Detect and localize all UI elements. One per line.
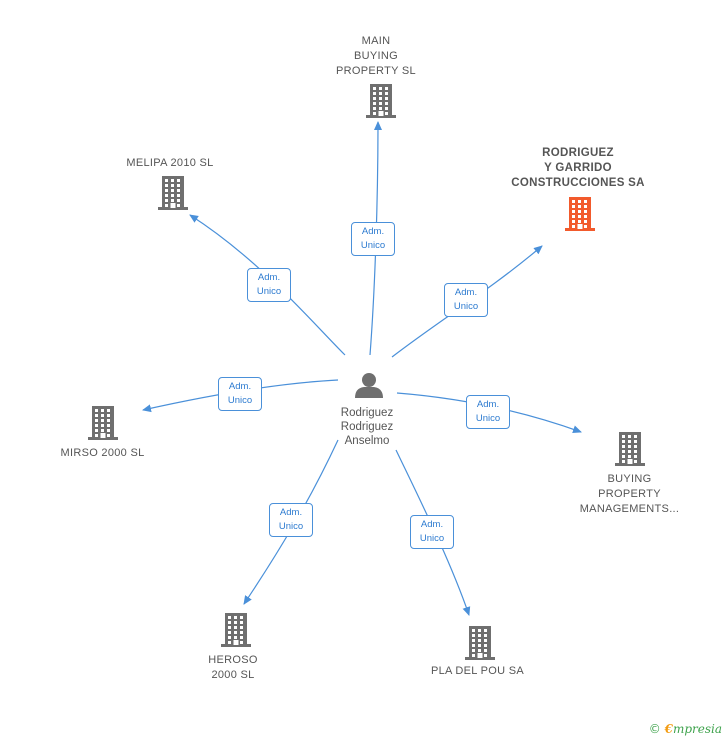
relation-role-line2: Unico — [256, 286, 282, 297]
relation-role-line2: Unico — [453, 301, 479, 312]
brand-name: mpresia — [672, 722, 722, 736]
company-label-pla-del-pou[interactable]: PLA DEL POU SA — [430, 665, 525, 677]
relation-role-line2: Unico — [419, 533, 445, 544]
company-label-buying-property-managements[interactable]: BUYING PROPERTY MANAGEMENTS... — [579, 473, 680, 515]
building-icon-rodriguez-y-garrido[interactable] — [565, 197, 595, 236]
relation-role-line2: Unico — [278, 521, 304, 532]
building-icon-mirso-2000[interactable] — [88, 406, 118, 445]
company-label-melipa-2010[interactable]: MELIPA 2010 SL — [126, 157, 214, 169]
relation-role-line1: Adm. — [228, 381, 252, 392]
relation-badge-rodriguez-y-garrido[interactable]: Adm. Unico — [444, 283, 488, 317]
relation-badge-melipa-2010[interactable]: Adm. Unico — [247, 268, 291, 302]
relation-role-line2: Unico — [475, 413, 501, 424]
relation-role-line1: Adm. — [420, 519, 444, 530]
relation-role-line1: Adm. — [454, 287, 478, 298]
relation-role-line1: Adm. — [279, 507, 303, 518]
relation-role-line1: Adm. — [257, 272, 281, 283]
brand-e: € — [664, 722, 673, 736]
company-label-main-buying-property[interactable]: MAIN BUYING PROPERTY SL — [336, 35, 416, 77]
copyright-symbol: © — [648, 722, 661, 736]
building-icon-melipa-2010[interactable] — [158, 176, 188, 215]
company-label-rodriguez-y-garrido[interactable]: RODRIGUEZ Y GARRIDO CONSTRUCCIONES SA — [511, 147, 645, 189]
company-label-mirso-2000[interactable]: MIRSO 2000 SL — [60, 447, 145, 459]
relation-badge-heroso-2000[interactable]: Adm. Unico — [269, 503, 313, 537]
relation-role-line2: Unico — [360, 240, 386, 251]
person-icon[interactable] — [355, 373, 383, 398]
building-icon-main-buying-property[interactable] — [366, 84, 396, 123]
building-icon-heroso-2000[interactable] — [221, 613, 251, 652]
center-person-name[interactable]: Rodriguez Rodriguez Anselmo — [340, 407, 394, 447]
empresia-credit[interactable]: © €mpresia — [649, 722, 722, 736]
building-icon-pla-del-pou[interactable] — [465, 626, 495, 665]
relation-role-line1: Adm. — [476, 399, 500, 410]
relation-role-line1: Adm. — [361, 226, 385, 237]
relation-badge-mirso-2000[interactable]: Adm. Unico — [218, 377, 262, 411]
relation-badge-buying-property-managements[interactable]: Adm. Unico — [466, 395, 510, 429]
relation-badge-main-buying-property[interactable]: Adm. Unico — [351, 222, 395, 256]
relation-badge-pla-del-pou[interactable]: Adm. Unico — [410, 515, 454, 549]
relation-role-line2: Unico — [227, 395, 253, 406]
building-icon-buying-property-managements[interactable] — [615, 432, 645, 471]
company-label-heroso-2000[interactable]: HEROSO 2000 SL — [208, 654, 258, 681]
